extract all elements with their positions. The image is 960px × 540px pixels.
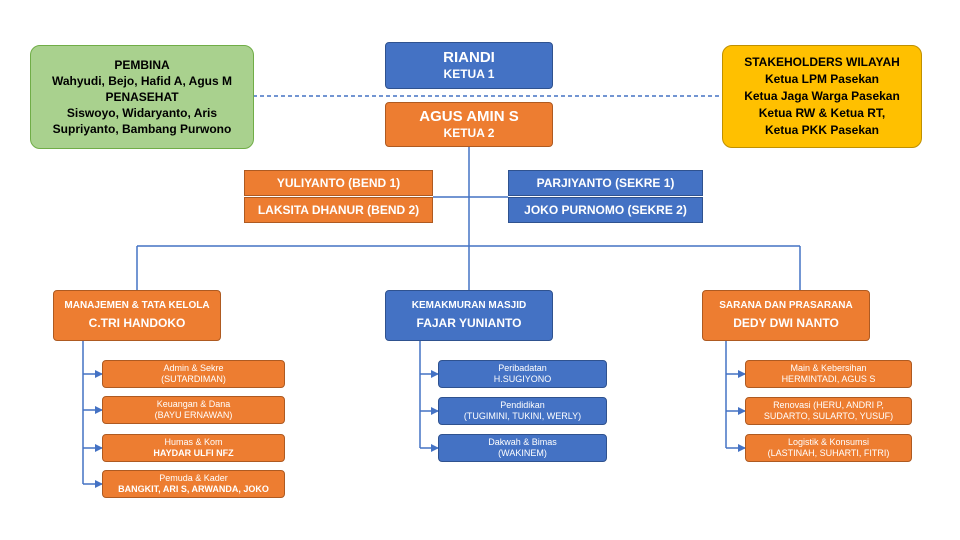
- unit-main-kebersihan: Main & Kebersihan HERMINTADI, AGUS S: [745, 360, 912, 388]
- ketua1-role: KETUA 1: [443, 67, 495, 82]
- ketua2-box: AGUS AMIN S KETUA 2: [385, 102, 553, 147]
- division-manajemen-box: MANAJEMEN & TATA KELOLA C.TRI HANDOKO: [53, 290, 221, 341]
- division-head: C.TRI HANDOKO: [88, 315, 186, 330]
- unit-admin-sekre: Admin & Sekre (SUTARDIMAN): [102, 360, 285, 388]
- unit-humas-kom: Humas & Kom HAYDAR ULFI NFZ: [102, 434, 285, 462]
- unit-members: (WAKINEM): [498, 448, 547, 458]
- unit-name: Pemuda & Kader: [159, 472, 228, 483]
- unit-members: (BAYU ERNAWAN): [154, 410, 233, 420]
- bendahara1-label: YULIYANTO (BEND 1): [276, 175, 401, 190]
- division-title: KEMAKMURAN MASJID: [411, 300, 527, 312]
- unit-name: Keuangan & Dana: [156, 398, 231, 409]
- unit-pemuda-kader: Pemuda & Kader BANGKIT, ARI S, ARWANDA, …: [102, 470, 285, 498]
- division-head: FAJAR YUNIANTO: [416, 315, 522, 330]
- unit-name: Humas & Kom: [164, 436, 223, 447]
- unit-peribadatan: Peribadatan H.SUGIYONO: [438, 360, 607, 388]
- pembina-members: Wahyudi, Bejo, Hafid A, Agus M: [52, 73, 232, 88]
- unit-name: Pendidikan: [500, 399, 545, 410]
- sekretaris2-label: JOKO PURNOMO (SEKRE 2): [524, 202, 687, 217]
- unit-name: Dakwah & Bimas: [488, 436, 557, 447]
- bendahara2-box: LAKSITA DHANUR (BEND 2): [244, 197, 433, 223]
- sekretaris1-label: PARJIYANTO (SEKRE 1): [536, 175, 675, 190]
- division-kemakmuran-box: KEMAKMURAN MASJID FAJAR YUNIANTO: [385, 290, 553, 341]
- penasehat-title: PENASEHAT: [105, 89, 179, 104]
- unit-name: Peribadatan: [498, 362, 547, 373]
- ketua2-role: KETUA 2: [443, 126, 495, 141]
- unit-name: Admin & Sekre: [163, 362, 224, 373]
- unit-members: BANGKIT, ARI S, ARWANDA, JOKO: [118, 484, 269, 494]
- bendahara2-label: LAKSITA DHANUR (BEND 2): [257, 202, 420, 217]
- stakeholders-line2: Ketua Jaga Warga Pasekan: [744, 89, 900, 103]
- division-head: DEDY DWI NANTO: [733, 315, 839, 330]
- unit-members: (TUGIMINI, TUKINI, WERLY): [463, 411, 582, 421]
- ketua1-box: RIANDI KETUA 1: [385, 42, 553, 89]
- stakeholders-line4: Ketua PKK Pasekan: [764, 123, 880, 137]
- unit-renovasi: Renovasi (HERU, ANDRI P, SUDARTO, SULART…: [745, 397, 912, 425]
- unit-keuangan-dana: Keuangan & Dana (BAYU ERNAWAN): [102, 396, 285, 424]
- unit-members: SUDARTO, SULARTO, YUSUF): [763, 411, 894, 421]
- unit-members: HERMINTADI, AGUS S: [781, 374, 876, 384]
- unit-members: H.SUGIYONO: [493, 374, 552, 384]
- penasehat-members-line2: Supriyanto, Bambang Purwono: [52, 121, 232, 136]
- bendahara1-box: YULIYANTO (BEND 1): [244, 170, 433, 196]
- unit-name: Renovasi (HERU, ANDRI P,: [773, 399, 884, 410]
- ketua1-name: RIANDI: [443, 48, 495, 66]
- unit-members: (SUTARDIMAN): [161, 374, 226, 384]
- unit-name: Main & Kebersihan: [790, 362, 867, 373]
- stakeholders-line1: Ketua LPM Pasekan: [764, 72, 880, 86]
- stakeholders-box: STAKEHOLDERS WILAYAH Ketua LPM Pasekan K…: [722, 45, 922, 148]
- unit-dakwah-bimas: Dakwah & Bimas (WAKINEM): [438, 434, 607, 462]
- ketua2-name: AGUS AMIN S: [419, 107, 519, 125]
- stakeholders-line3: Ketua RW & Ketua RT,: [758, 106, 886, 120]
- unit-members: HAYDAR ULFI NFZ: [153, 448, 234, 458]
- pembina-penasehat-box: PEMBINA Wahyudi, Bejo, Hafid A, Agus M P…: [30, 45, 254, 149]
- unit-logistik-konsumsi: Logistik & Konsumsi (LASTINAH, SUHARTI, …: [745, 434, 912, 462]
- unit-members: (LASTINAH, SUHARTI, FITRI): [767, 448, 890, 458]
- unit-pendidikan: Pendidikan (TUGIMINI, TUKINI, WERLY): [438, 397, 607, 425]
- stakeholders-title: STAKEHOLDERS WILAYAH: [744, 55, 900, 69]
- division-sarana-box: SARANA DAN PRASARANA DEDY DWI NANTO: [702, 290, 870, 341]
- pembina-title: PEMBINA: [114, 57, 170, 72]
- sekretaris1-box: PARJIYANTO (SEKRE 1): [508, 170, 703, 196]
- penasehat-members-line1: Siswoyo, Widaryanto, Aris: [66, 105, 218, 120]
- division-title: SARANA DAN PRASARANA: [719, 300, 853, 312]
- division-title: MANAJEMEN & TATA KELOLA: [64, 300, 210, 312]
- unit-name: Logistik & Konsumsi: [787, 436, 870, 447]
- sekretaris2-box: JOKO PURNOMO (SEKRE 2): [508, 197, 703, 223]
